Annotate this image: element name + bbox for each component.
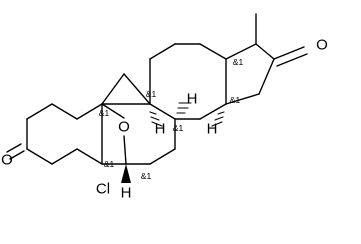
hydrogen-label: H [121, 185, 132, 202]
oxygen-label: O [316, 37, 328, 54]
double-bond [276, 53, 308, 67]
bond [101, 73, 125, 105]
wedge-bond [121, 164, 131, 183]
stereo-label-c5: &1 [104, 159, 115, 169]
bond [258, 58, 275, 95]
bond-network [6, 13, 308, 165]
hashed-bond [211, 111, 225, 127]
stereo-bonds [121, 102, 225, 183]
bond [51, 103, 78, 120]
double-bond [6, 143, 22, 153]
bond [225, 93, 260, 105]
bond [149, 148, 176, 165]
bond [199, 103, 227, 120]
bond [149, 43, 176, 60]
stereo-label-c9: &1 [146, 89, 157, 99]
bond [123, 73, 151, 105]
bond [76, 103, 103, 120]
hashed-bond [176, 102, 192, 114]
bond [26, 103, 53, 120]
bond [123, 135, 127, 165]
bond [76, 148, 103, 165]
hydrogen-label: H [155, 121, 166, 138]
bond [101, 103, 125, 119]
bond [225, 43, 257, 60]
bond [149, 103, 176, 120]
hashed-bond [149, 111, 163, 127]
hydrogen-label: H [207, 121, 218, 138]
stereo-label-c14: &1 [230, 95, 241, 105]
oxygen-label: O [1, 152, 13, 169]
stereo-label-c13: &1 [233, 57, 244, 67]
oxygen-label: O [118, 119, 130, 136]
hydrogen-label: H [187, 91, 198, 108]
stereo-labels: &1 &1 &1 &1 &1 &1 &1 [99, 57, 244, 181]
bond [26, 148, 53, 165]
bond [255, 43, 275, 60]
stereo-label-c8: &1 [173, 123, 184, 133]
bond [51, 148, 78, 165]
chlorine-label: Cl [96, 181, 110, 198]
stereo-label-c6: &1 [141, 171, 152, 181]
double-bond [273, 46, 305, 60]
atom-labels: O O O Cl H H H H [1, 37, 328, 202]
stereo-label-c10: &1 [99, 108, 110, 118]
bond [199, 43, 227, 60]
double-bond [9, 150, 25, 160]
